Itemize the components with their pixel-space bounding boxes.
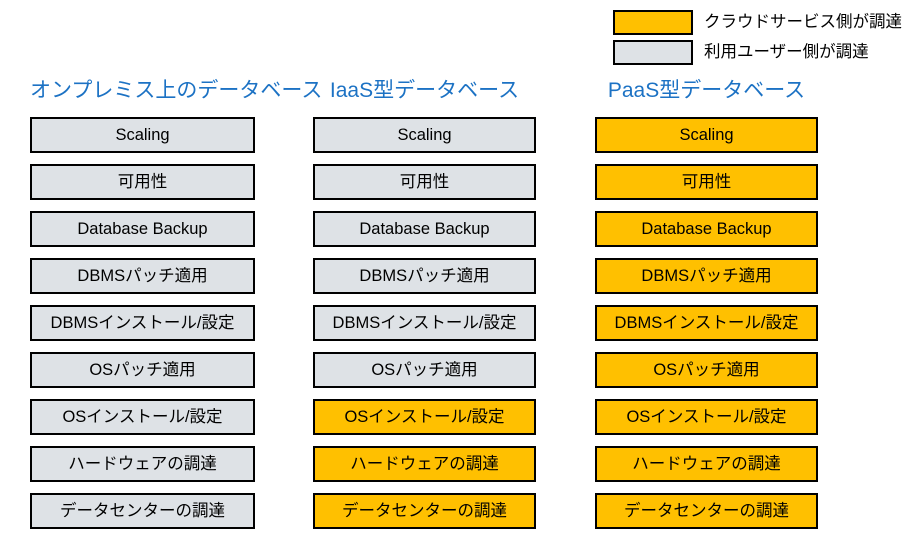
layer-box-onpremise-os-patch: OSパッチ適用 — [30, 352, 255, 388]
column-iaas: IaaS型データベース Scaling 可用性 Database Backup … — [313, 80, 536, 529]
layer-box-iaas-os-install: OSインストール/設定 — [313, 399, 536, 435]
layer-box-paas-database-backup: Database Backup — [595, 211, 818, 247]
layer-box-onpremise-availability: 可用性 — [30, 164, 255, 200]
layer-box-iaas-os-patch: OSパッチ適用 — [313, 352, 536, 388]
column-onpremise: オンプレミス上のデータベース Scaling 可用性 Database Back… — [30, 79, 323, 529]
legend-label-cloud: クラウドサービス側が調達 — [704, 12, 902, 31]
layer-list-onpremise: Scaling 可用性 Database Backup DBMSパッチ適用 DB… — [30, 117, 255, 529]
legend-swatch-icon-user — [613, 39, 693, 65]
layer-box-iaas-availability: 可用性 — [313, 164, 536, 200]
layer-box-iaas-datacenter: データセンターの調達 — [313, 493, 536, 529]
layer-box-iaas-hardware: ハードウェアの調達 — [313, 446, 536, 482]
legend-swatch-icon-cloud — [613, 9, 693, 35]
legend-item-user: 利用ユーザー側が調達 — [613, 39, 913, 65]
layer-box-onpremise-dbms-install: DBMSインストール/設定 — [30, 305, 255, 341]
layer-box-onpremise-dbms-patch: DBMSパッチ適用 — [30, 258, 255, 294]
layer-box-iaas-dbms-patch: DBMSパッチ適用 — [313, 258, 536, 294]
layer-box-onpremise-scaling: Scaling — [30, 117, 255, 153]
layer-box-paas-datacenter: データセンターの調達 — [595, 493, 818, 529]
layer-box-iaas-database-backup: Database Backup — [313, 211, 536, 247]
layer-box-paas-availability: 可用性 — [595, 164, 818, 200]
column-paas: PaaS型データベース Scaling 可用性 Database Backup … — [595, 80, 818, 529]
layer-list-iaas: Scaling 可用性 Database Backup DBMSパッチ適用 DB… — [313, 117, 536, 529]
layer-box-iaas-scaling: Scaling — [313, 117, 536, 153]
layer-box-onpremise-database-backup: Database Backup — [30, 211, 255, 247]
layer-box-paas-hardware: ハードウェアの調達 — [595, 446, 818, 482]
layer-box-paas-os-patch: OSパッチ適用 — [595, 352, 818, 388]
layer-box-iaas-dbms-install: DBMSインストール/設定 — [313, 305, 536, 341]
layer-box-paas-dbms-patch: DBMSパッチ適用 — [595, 258, 818, 294]
layer-box-paas-dbms-install: DBMSインストール/設定 — [595, 305, 818, 341]
layer-box-onpremise-hardware: ハードウェアの調達 — [30, 446, 255, 482]
legend-label-user: 利用ユーザー側が調達 — [704, 42, 869, 61]
layer-box-paas-os-install: OSインストール/設定 — [595, 399, 818, 435]
column-title-onpremise: オンプレミス上のデータベース — [30, 79, 323, 102]
column-title-iaas: IaaS型データベース — [329, 79, 520, 102]
column-title-paas: PaaS型データベース — [607, 79, 806, 102]
legend: クラウドサービス側が調達 利用ユーザー側が調達 — [613, 9, 913, 69]
legend-item-cloud: クラウドサービス側が調達 — [613, 9, 913, 35]
layer-list-paas: Scaling 可用性 Database Backup DBMSパッチ適用 DB… — [595, 117, 818, 529]
layer-box-onpremise-datacenter: データセンターの調達 — [30, 493, 255, 529]
layer-box-paas-scaling: Scaling — [595, 117, 818, 153]
layer-box-onpremise-os-install: OSインストール/設定 — [30, 399, 255, 435]
